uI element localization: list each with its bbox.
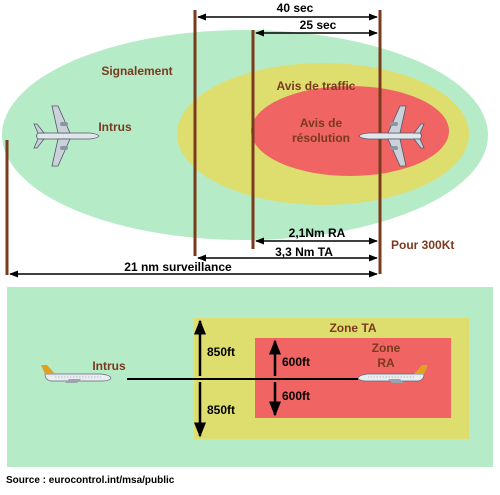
label-intrus-top: Intrus bbox=[98, 120, 132, 134]
bottom-diagram: Zone TA Zone RA Intrus 850ft 850ft 600ft… bbox=[7, 287, 493, 467]
label-ta-distance: 3,3 Nm TA bbox=[275, 245, 333, 259]
label-zone-ra-2: RA bbox=[377, 356, 395, 370]
label-zone-ta: Zone TA bbox=[329, 321, 376, 335]
label-surveillance: 21 nm surveillance bbox=[124, 260, 232, 274]
label-25sec: 25 sec bbox=[300, 18, 337, 32]
label-signalement: Signalement bbox=[101, 64, 172, 78]
label-850-down: 850ft bbox=[207, 403, 235, 417]
label-850-up: 850ft bbox=[207, 345, 235, 359]
label-avis-resolution-2: résolution bbox=[292, 131, 350, 145]
label-intrus-bottom: Intrus bbox=[92, 359, 126, 373]
label-zone-ra-1: Zone bbox=[372, 341, 401, 355]
label-avis-traffic: Avis de traffic bbox=[277, 79, 356, 93]
source-caption: Source : eurocontrol.int/msa/public bbox=[6, 475, 175, 486]
label-ra-distance: 2,1Nm RA bbox=[289, 226, 346, 240]
label-avis-resolution-1: Avis de bbox=[300, 116, 343, 130]
label-600-down: 600ft bbox=[282, 389, 310, 403]
top-diagram: 40 sec 25 sec Signalement Intrus Avis de… bbox=[2, 1, 488, 278]
label-speed: Pour 300Kt bbox=[391, 238, 454, 252]
label-40sec: 40 sec bbox=[277, 1, 314, 15]
label-600-up: 600ft bbox=[282, 355, 310, 369]
